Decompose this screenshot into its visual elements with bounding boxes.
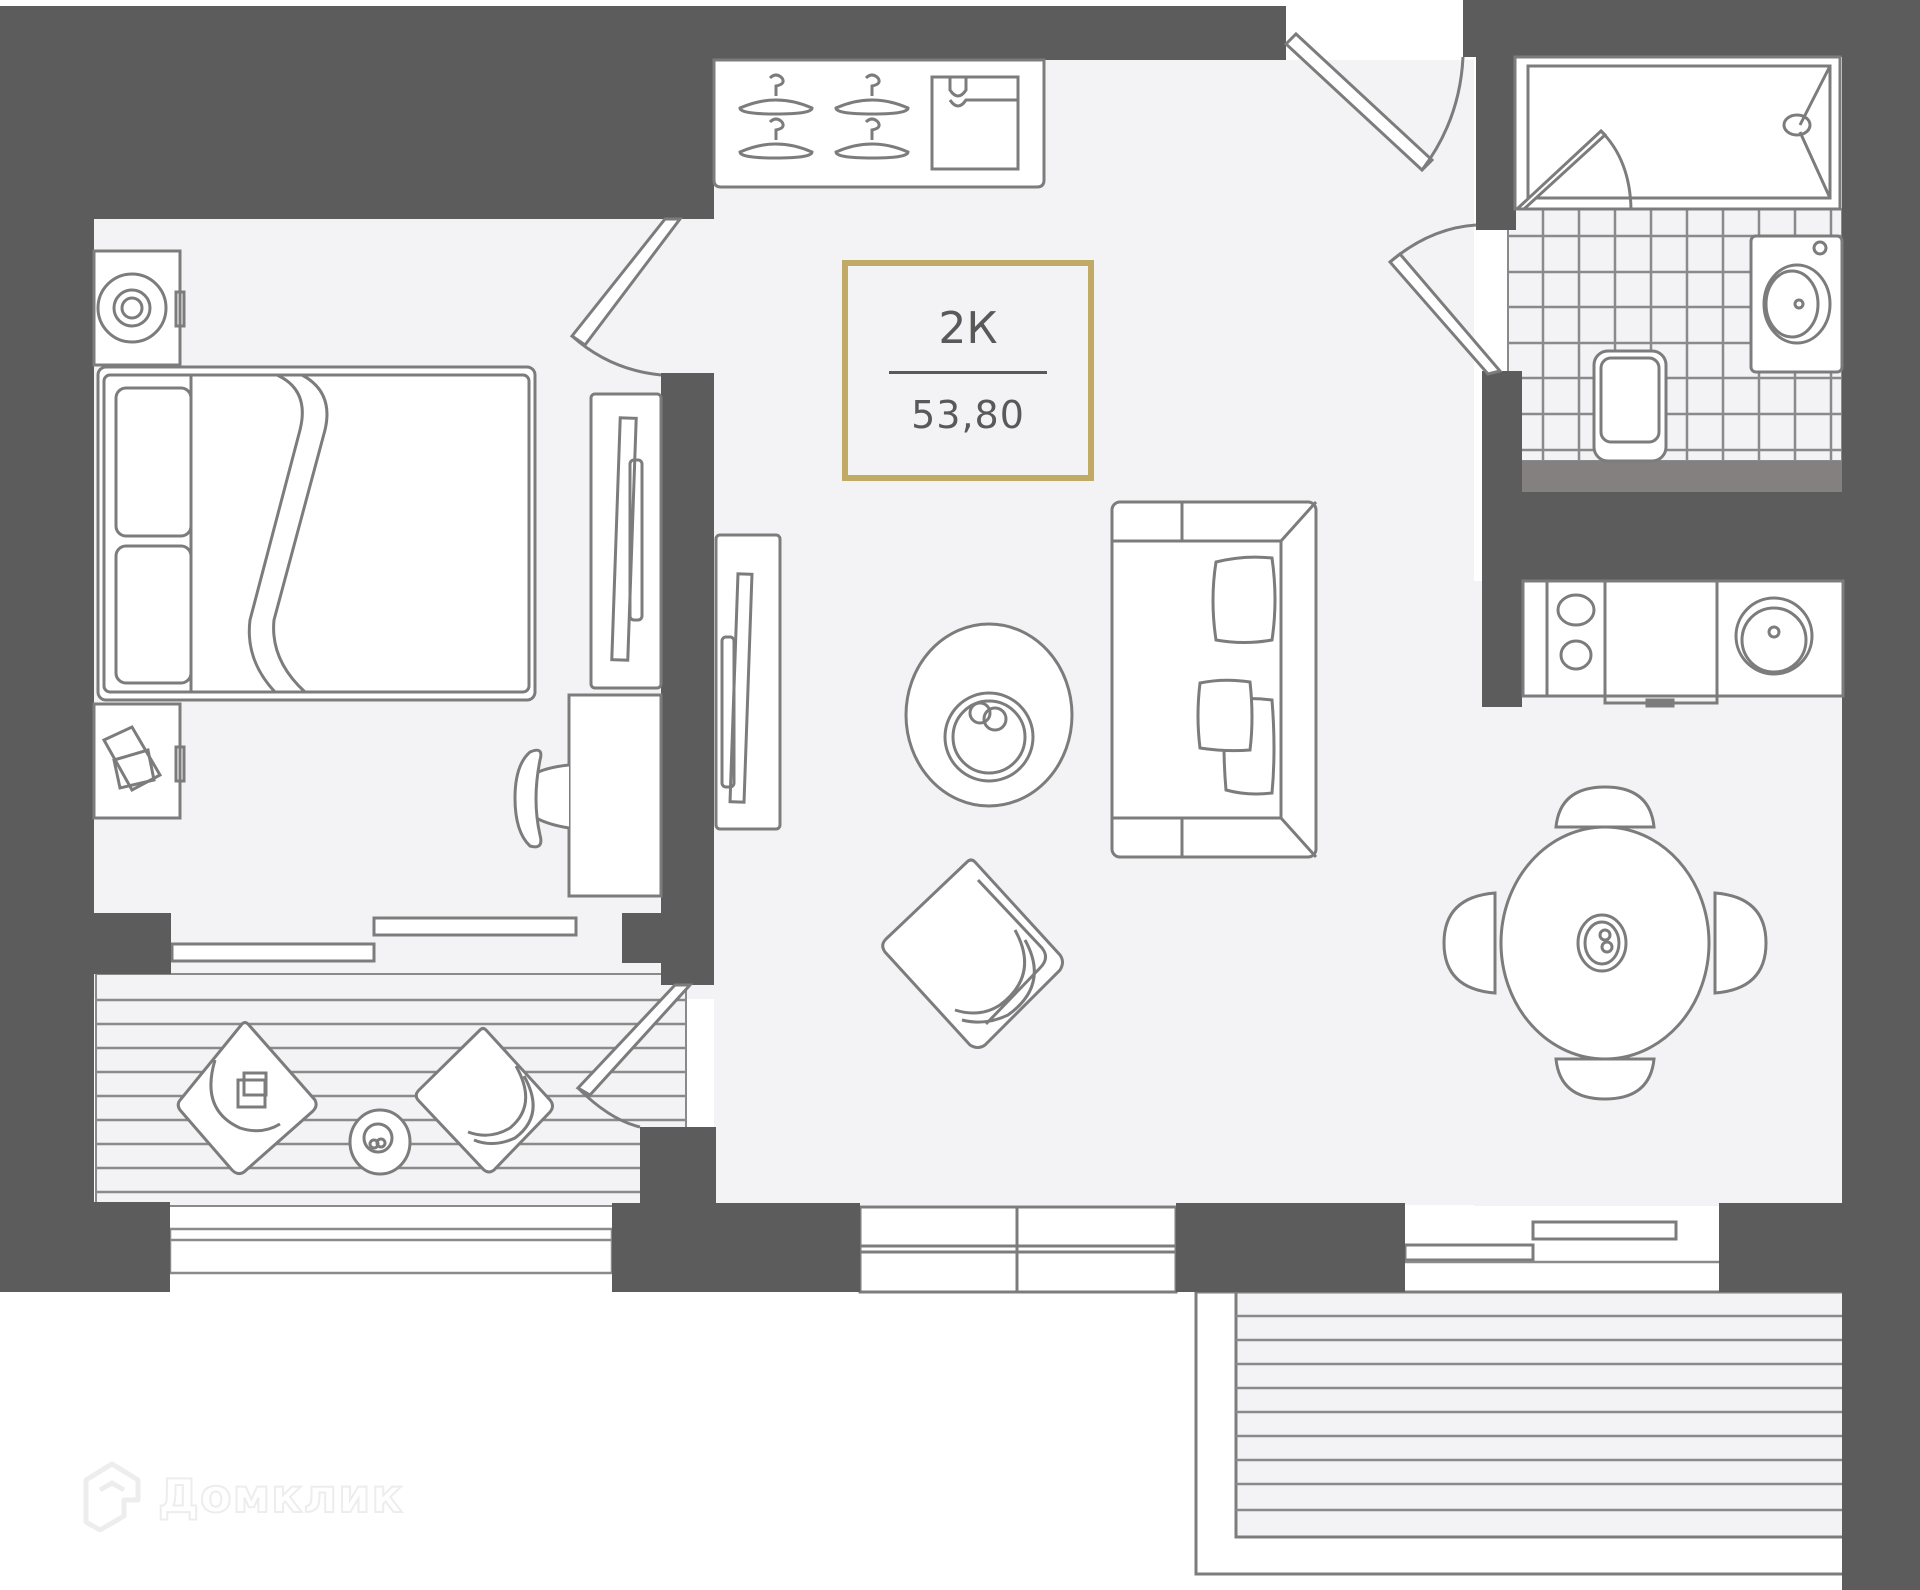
nightstand-top <box>92 249 186 367</box>
balcony-side-table <box>348 1108 412 1176</box>
wardrobe <box>712 58 1046 189</box>
balcony-furniture <box>176 1021 554 1176</box>
sofa <box>1110 500 1318 859</box>
balcony-right <box>1194 1290 1859 1576</box>
apartment-label: 2К 53,80 <box>842 260 1094 481</box>
armchair <box>881 858 1064 1049</box>
tv-stand <box>714 533 782 831</box>
dresser <box>589 392 663 690</box>
watermark-brand: Домклик <box>157 1468 404 1524</box>
bedroom-furniture <box>92 249 663 898</box>
total-area: 53,80 <box>911 393 1025 437</box>
balcony-chair-2 <box>414 1027 554 1174</box>
living-furniture <box>714 500 1318 1049</box>
nightstand-bottom <box>92 702 186 820</box>
bathroom-fixtures <box>1513 55 1844 463</box>
coffee-table <box>904 622 1074 808</box>
balcony-door <box>575 983 694 1129</box>
bath-shelf <box>1520 461 1842 492</box>
apartment-type: 2К <box>938 303 998 354</box>
balcony-chair-1 <box>176 1021 318 1176</box>
label-divider <box>889 371 1047 374</box>
desk-chair <box>513 748 570 849</box>
doors <box>569 31 1503 1129</box>
desk <box>567 693 663 898</box>
kitchen-counter <box>1521 579 1845 708</box>
entrance-door <box>1283 31 1465 173</box>
windows <box>170 916 1719 1294</box>
double-bed <box>96 365 537 702</box>
watermark: Домклик <box>80 1460 404 1532</box>
dining-set <box>1442 785 1768 1101</box>
bathroom-door <box>1387 223 1503 376</box>
house-logo-icon <box>83 1461 141 1532</box>
bedroom-door <box>569 217 684 377</box>
